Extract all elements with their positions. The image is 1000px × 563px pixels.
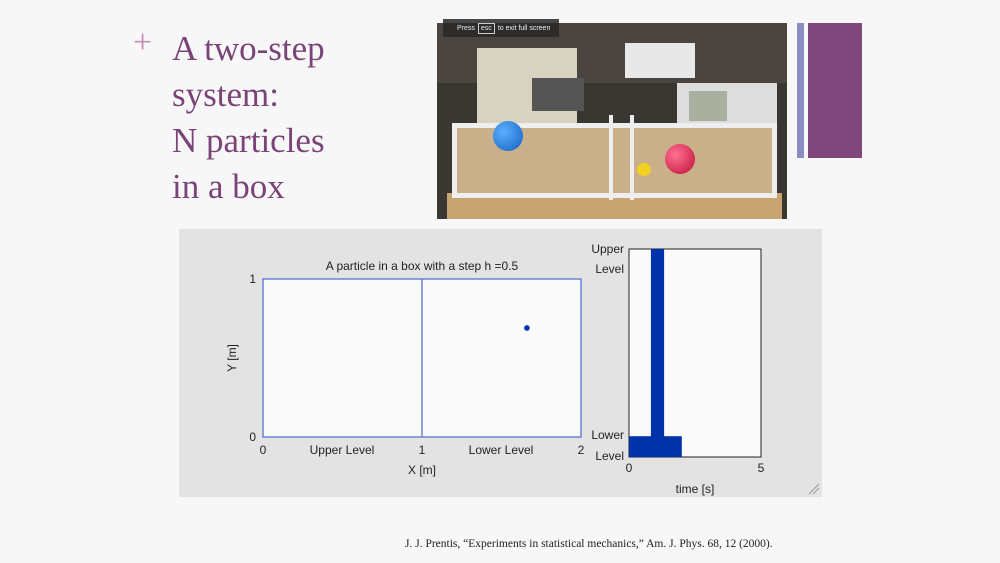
region-label-upper: Upper Level xyxy=(310,443,375,457)
particle-plot: A particle in a box with a step h =0.5 X… xyxy=(225,259,585,477)
step-divider xyxy=(630,115,634,200)
x-tick-label: 5 xyxy=(758,461,765,475)
resize-grip-icon[interactable] xyxy=(808,483,820,495)
hint-text: Press xyxy=(457,24,475,32)
blue-ball xyxy=(493,121,523,151)
y-tick-label: Level xyxy=(595,262,624,276)
histogram-area xyxy=(628,248,762,458)
plot-title: A particle in a box with a step h =0.5 xyxy=(326,259,519,273)
level-histogram: time [s] 0 5 Upper Level Lower Level xyxy=(591,242,764,496)
title-line: N particles xyxy=(172,121,325,160)
region-label-lower: Lower Level xyxy=(469,443,534,457)
level-bar-upper xyxy=(650,249,665,457)
plus-icon: + xyxy=(133,24,153,61)
x-axis-label: time [s] xyxy=(676,482,715,496)
red-ball xyxy=(665,144,695,174)
title-line: system: xyxy=(172,75,279,114)
esc-key: esc xyxy=(477,22,495,34)
x-tick-label: 0 xyxy=(626,461,633,475)
title-line: in a box xyxy=(172,167,285,206)
fullscreen-hint: Press esc to exit full screen xyxy=(443,19,559,37)
particle-point xyxy=(524,325,530,331)
oscilloscope-screen xyxy=(689,91,727,121)
y-tick-label: Lower xyxy=(591,428,624,442)
decorative-thin-bar xyxy=(797,23,804,158)
y-tick-label: 0 xyxy=(249,430,256,444)
step-divider xyxy=(609,115,613,200)
y-tick-label: Upper xyxy=(591,242,624,256)
yellow-ball xyxy=(637,163,651,176)
hint-text: to exit full screen xyxy=(497,24,551,32)
decorative-accent-block xyxy=(808,23,862,158)
x-tick-label: 2 xyxy=(578,443,585,457)
simulation-figure: A particle in a box with a step h =0.5 X… xyxy=(179,229,822,497)
slide-title: A two-step system: N particles in a box xyxy=(172,26,432,210)
experiment-video[interactable] xyxy=(437,23,787,219)
title-line: A two-step xyxy=(172,29,325,68)
x-tick-label: 0 xyxy=(260,443,267,457)
figure-svg: A particle in a box with a step h =0.5 X… xyxy=(225,242,820,496)
level-bar-lower xyxy=(629,436,682,457)
y-axis-label: Y [m] xyxy=(225,344,239,372)
x-axis-label: X [m] xyxy=(408,463,436,477)
y-tick-label: 1 xyxy=(249,272,256,286)
x-tick-label: 1 xyxy=(419,443,426,457)
instrument xyxy=(532,78,584,111)
instrument xyxy=(625,43,695,78)
citation: J. J. Prentis, “Experiments in statistic… xyxy=(405,538,773,550)
y-tick-label: Level xyxy=(595,449,624,463)
